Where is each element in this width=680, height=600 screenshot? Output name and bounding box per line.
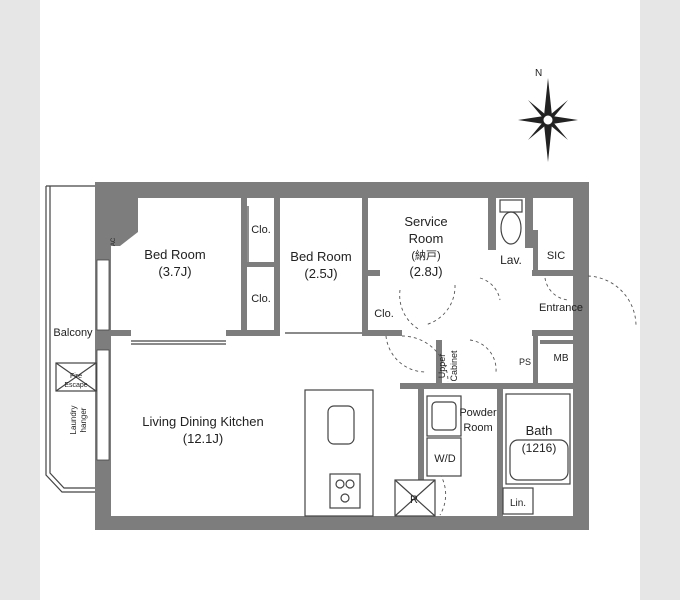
balcony-outline — [45, 185, 95, 493]
powder-room-name-2: Room — [463, 422, 492, 434]
sliding-partitions — [131, 206, 362, 345]
service-room-size: (2.8J) — [409, 264, 442, 279]
linen-label: Lin. — [510, 498, 526, 509]
fire-escape-hatch — [55, 362, 97, 392]
interior-walls — [111, 198, 573, 516]
mb-label: MB — [554, 353, 569, 364]
toilet — [499, 199, 523, 245]
bed-room-1-name: Bed Room — [144, 247, 205, 262]
refrigerator-label: R — [410, 494, 418, 506]
fire-escape-label-2: Escape — [64, 382, 87, 389]
ps-label: PS — [519, 357, 531, 367]
balcony-label: Balcony — [53, 327, 93, 339]
washer-dryer — [426, 395, 462, 477]
bed-room-2-size: (2.5J) — [304, 266, 337, 281]
service-room-name-1: Service — [404, 214, 447, 229]
bed-room-1-size: (3.7J) — [158, 264, 191, 279]
linen-closet — [502, 487, 534, 515]
lav-label: Lav. — [500, 253, 522, 267]
upper-cabinet-label-1: Upper — [437, 354, 447, 379]
washer-dryer-label: W/D — [434, 453, 455, 465]
service-room-jp: (納戸) — [411, 249, 440, 262]
laundry-hanger-label-2: hanger — [79, 407, 88, 432]
bath-tub — [505, 393, 571, 485]
bath-size: (1216) — [522, 441, 557, 455]
laundry-hanger-label-1: Laundry — [69, 406, 78, 435]
fire-escape-label-1: Fire — [70, 373, 82, 380]
ldk-name: Living Dining Kitchen — [142, 414, 263, 429]
closet-3-label: Clo. — [374, 308, 394, 320]
compass-north-label: N — [535, 68, 542, 79]
bed-room-2-name: Bed Room — [290, 249, 351, 264]
bath-name: Bath — [526, 423, 553, 438]
ldk-size: (12.1J) — [183, 431, 223, 446]
window-ldk — [96, 349, 110, 461]
door-swings — [385, 275, 637, 516]
closet-2-label: Clo. — [251, 293, 271, 305]
service-room-name-2: Room — [409, 231, 444, 246]
window-bedroom — [96, 259, 110, 331]
compass-rose-icon — [518, 78, 578, 162]
kitchen-fixtures — [304, 389, 436, 517]
entrance-label: Entrance — [539, 302, 583, 314]
sic-label: SIC — [547, 250, 565, 262]
upper-cabinet-label-2: Cabinet — [449, 350, 459, 382]
powder-room-name-1: Powder — [459, 407, 497, 419]
ac-label: AC — [111, 237, 117, 246]
closet-1-label: Clo. — [251, 224, 271, 236]
exterior-walls — [95, 182, 589, 530]
